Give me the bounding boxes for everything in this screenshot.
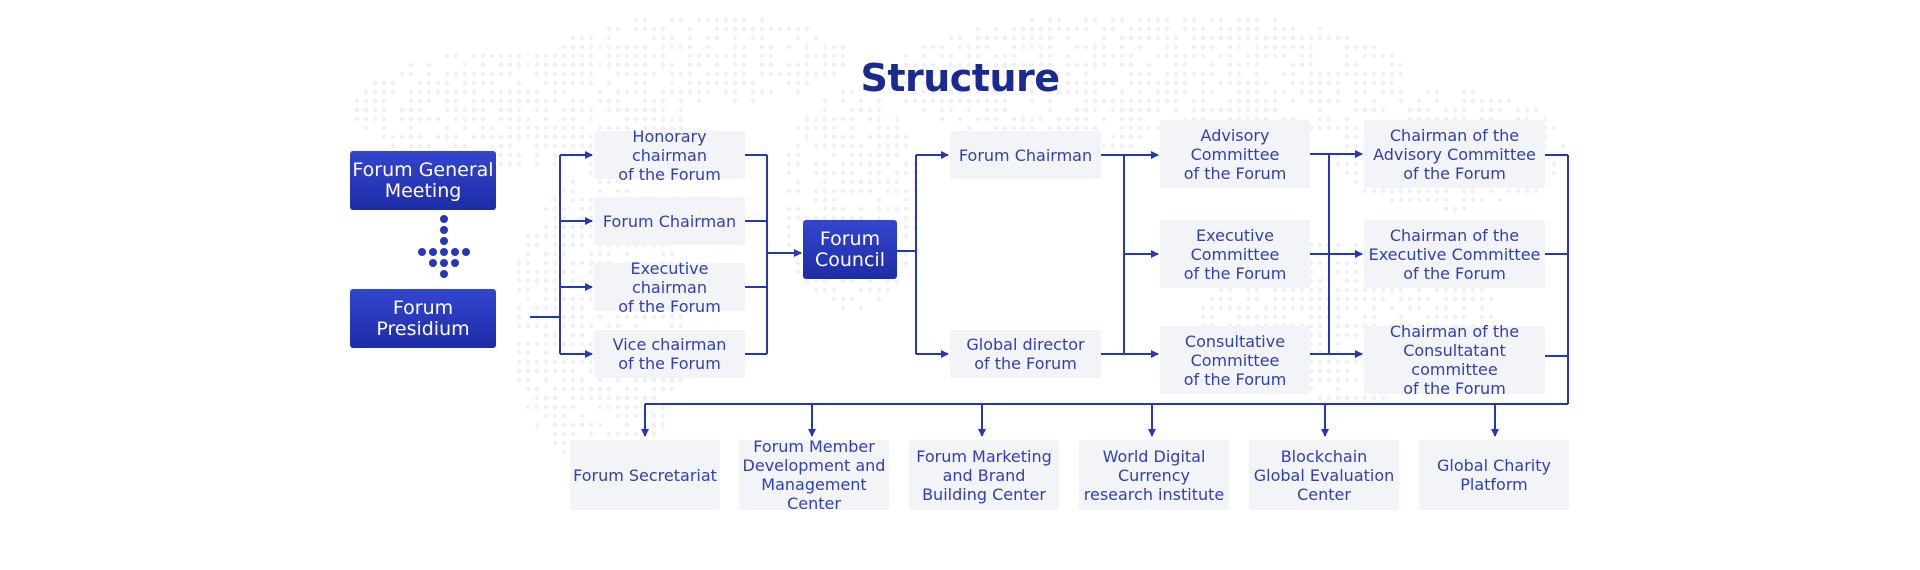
member-development-center-box[interactable]: Forum Member Development and Management … (739, 437, 889, 513)
marketing-brand-center-box[interactable]: Forum Marketing and Brand Building Cente… (909, 440, 1059, 510)
forum-chairman-box[interactable]: Forum Chairman (594, 197, 745, 245)
marketing-brand-center-label: Forum Marketing and Brand Building Cente… (916, 446, 1052, 504)
digital-currency-institute-label: World Digital Currency research institut… (1083, 446, 1225, 504)
forum-secretariat-label: Forum Secretariat (573, 465, 717, 485)
advisory-committee-label: Advisory Committee of the Forum (1183, 125, 1287, 183)
council-forum-chairman-label: Forum Chairman (958, 145, 1093, 165)
consultative-committee-box[interactable]: Consultative Committee of the Forum (1160, 326, 1310, 394)
blockchain-evaluation-center-box[interactable]: Blockchain Global Evaluation Center (1249, 440, 1399, 510)
global-director-box[interactable]: Global director of the Forum (950, 330, 1101, 378)
blockchain-evaluation-center-label: Blockchain Global Evaluation Center (1253, 446, 1395, 504)
consultative-chairman-box[interactable]: Chairman of the Consultatant committee o… (1364, 322, 1545, 398)
advisory-committee-box[interactable]: Advisory Committee of the Forum (1160, 120, 1310, 188)
council-forum-chairman-box[interactable]: Forum Chairman (950, 131, 1101, 179)
consultative-committee-label: Consultative Committee of the Forum (1183, 331, 1287, 389)
vice-chairman-box[interactable]: Vice chairman of the Forum (594, 330, 745, 378)
dotted-down-arrow-icon (416, 214, 470, 286)
forum-secretariat-box[interactable]: Forum Secretariat (570, 440, 720, 510)
page-title: Structure (860, 56, 1060, 100)
forum-presidium-box[interactable]: Forum Presidium (350, 289, 496, 348)
global-charity-platform-box[interactable]: Global Charity Platform (1419, 440, 1569, 510)
honorary-chairman-label: Honorary chairman of the Forum (618, 126, 721, 184)
advisory-chairman-label: Chairman of the Advisory Committee of th… (1373, 125, 1536, 183)
executive-chairman-label: Executive chairman of the Forum (618, 258, 721, 316)
global-director-label: Global director of the Forum (966, 335, 1085, 373)
digital-currency-institute-box[interactable]: World Digital Currency research institut… (1079, 440, 1229, 510)
honorary-chairman-box[interactable]: Honorary chairman of the Forum (594, 127, 745, 184)
global-charity-platform-label: Global Charity Platform (1436, 456, 1551, 494)
executive-committee-label: Executive Committee of the Forum (1183, 225, 1287, 283)
forum-chairman-label: Forum Chairman (602, 211, 737, 231)
member-development-center-label: Forum Member Development and Management … (742, 437, 886, 513)
forum-general-meeting-label: Forum General Meeting (352, 158, 494, 202)
vice-chairman-label: Vice chairman of the Forum (612, 335, 727, 373)
consultative-chairman-label: Chairman of the Consultatant committee o… (1389, 322, 1520, 398)
executive-committee-chairman-box[interactable]: Chairman of the Executive Committee of t… (1364, 220, 1545, 288)
forum-presidium-label: Forum Presidium (376, 296, 470, 340)
forum-council-label: Forum Council (815, 227, 885, 271)
executive-committee-box[interactable]: Executive Committee of the Forum (1160, 220, 1310, 288)
forum-general-meeting-box[interactable]: Forum General Meeting (350, 151, 496, 210)
forum-council-box[interactable]: Forum Council (803, 220, 897, 279)
advisory-chairman-box[interactable]: Chairman of the Advisory Committee of th… (1364, 120, 1545, 188)
executive-chairman-box[interactable]: Executive chairman of the Forum (594, 259, 745, 316)
executive-committee-chairman-label: Chairman of the Executive Committee of t… (1368, 225, 1541, 283)
